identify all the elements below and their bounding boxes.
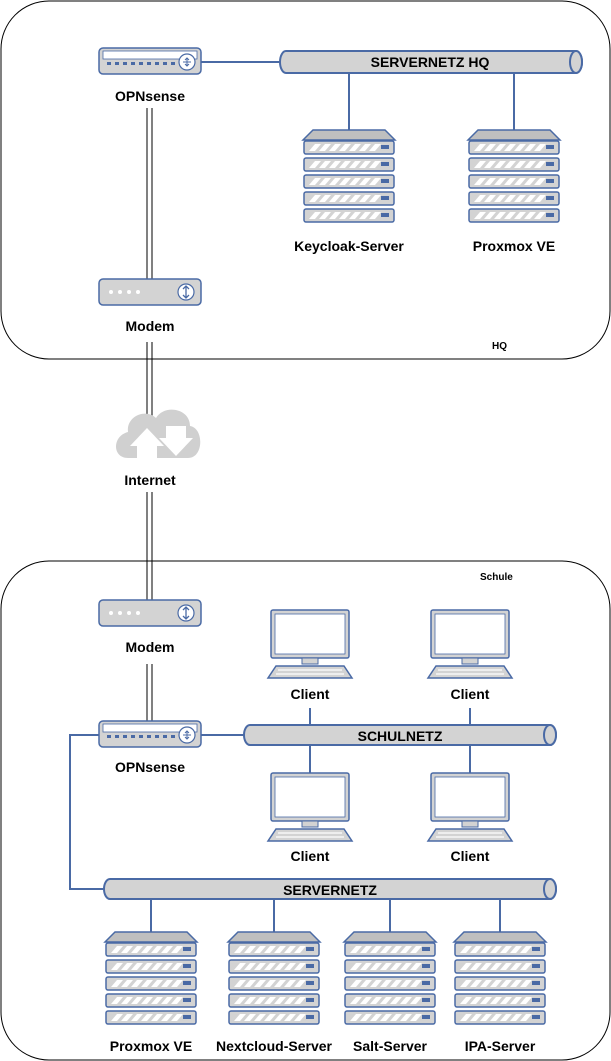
client-3[interactable]: Client	[267, 772, 353, 864]
school-modem[interactable]: Modem	[98, 599, 202, 655]
schulnetz-bus: SCHULNETZ	[243, 724, 557, 746]
hq-firewall[interactable]: OPNsense	[98, 47, 202, 104]
hq-zone-label: HQ	[492, 341, 507, 352]
client-4[interactable]: Client	[427, 772, 513, 864]
ipa-server-label: IPA-Server	[465, 1038, 536, 1054]
wan-links	[146, 108, 153, 722]
school-firewall[interactable]: OPNsense	[98, 720, 202, 775]
hq-proxmox-server[interactable]: Proxmox VE	[467, 129, 561, 254]
servernetz-hq-label: SERVERNETZ HQ	[371, 54, 490, 70]
hq-proxmox-label: Proxmox VE	[473, 238, 555, 254]
cloud-icon	[116, 409, 201, 458]
servernetz-hq-bus: SERVERNETZ HQ	[279, 50, 583, 74]
modem-icon	[98, 278, 202, 306]
client-2-label: Client	[451, 686, 490, 702]
firewall-icon	[98, 47, 202, 75]
salt-server[interactable]: Salt-Server	[343, 931, 437, 1054]
desktop-computer-icon	[267, 609, 353, 679]
ipa-server[interactable]: IPA-Server	[453, 931, 547, 1054]
keycloak-server-label: Keycloak-Server	[294, 238, 404, 254]
desktop-computer-icon	[267, 772, 353, 842]
nextcloud-server-label: Nextcloud-Server	[216, 1038, 332, 1054]
school-firewall-label: OPNsense	[115, 759, 185, 775]
modem-icon	[98, 599, 202, 627]
servernetz-label: SERVERNETZ	[283, 882, 377, 898]
client-1-label: Client	[291, 686, 330, 702]
salt-server-label: Salt-Server	[353, 1038, 427, 1054]
nextcloud-server[interactable]: Nextcloud-Server	[216, 931, 333, 1054]
firewall-icon	[98, 720, 202, 748]
client-4-label: Client	[451, 848, 490, 864]
desktop-computer-icon	[427, 772, 513, 842]
keycloak-server[interactable]: Keycloak-Server	[294, 129, 404, 254]
school-proxmox-server[interactable]: Proxmox VE	[104, 931, 198, 1054]
internet-label: Internet	[124, 472, 176, 488]
servernetz-bus: SERVERNETZ	[103, 878, 557, 900]
client-2[interactable]: Client	[427, 609, 513, 702]
schulnetz-label: SCHULNETZ	[358, 728, 443, 744]
school-proxmox-label: Proxmox VE	[110, 1038, 192, 1054]
school-modem-label: Modem	[126, 639, 175, 655]
school-zone-label: Schule	[480, 572, 513, 583]
desktop-computer-icon	[427, 609, 513, 679]
internet[interactable]: Internet	[116, 409, 201, 488]
client-3-label: Client	[291, 848, 330, 864]
hq-firewall-label: OPNsense	[115, 88, 185, 104]
lan-links	[69, 61, 515, 932]
hq-modem-label: Modem	[126, 318, 175, 334]
hq-modem[interactable]: Modem	[98, 278, 202, 334]
client-1[interactable]: Client	[267, 609, 353, 702]
